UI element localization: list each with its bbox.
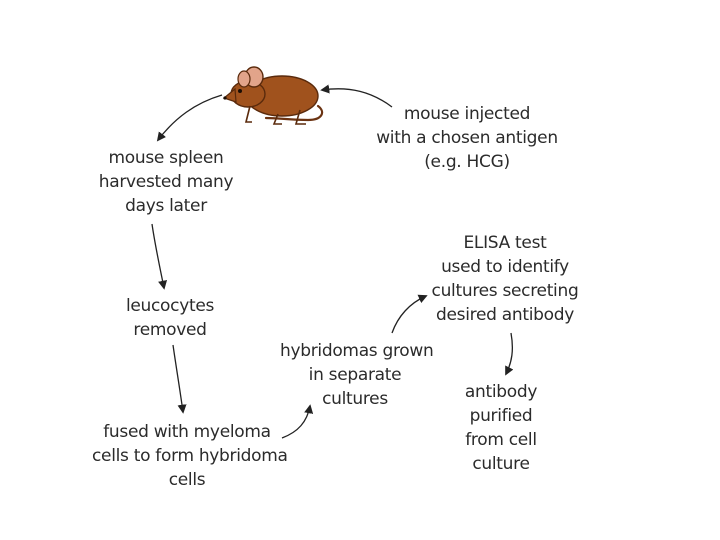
step-leucocytes-removed: leucocytes removed bbox=[110, 294, 230, 342]
step-line: (e.g. HCG) bbox=[424, 152, 510, 172]
step-line: in separate bbox=[308, 365, 402, 385]
step-line: from cell bbox=[465, 430, 537, 450]
step-spleen-harvested: mouse spleen harvested many days later bbox=[86, 146, 246, 218]
step-line: cells bbox=[168, 470, 206, 490]
mouse-icon bbox=[222, 66, 324, 125]
step-line: ELISA test bbox=[463, 233, 547, 253]
step-line: removed bbox=[133, 320, 207, 340]
step-line: desired antibody bbox=[436, 305, 574, 325]
step-antibody-purified: antibody purified from cell culture bbox=[456, 380, 546, 476]
mouse-leg-back bbox=[294, 109, 306, 125]
mouse-eye bbox=[238, 89, 242, 93]
step-line: mouse spleen bbox=[108, 148, 224, 168]
mouse-leg-mid bbox=[272, 113, 282, 125]
arrow-mouse-to-spleen bbox=[156, 94, 223, 142]
arrow-leucocytes-to-fused bbox=[172, 344, 187, 414]
arrow-elisa-to-antibody bbox=[505, 332, 514, 376]
step-line: mouse injected bbox=[403, 104, 531, 124]
mouse-ear-back bbox=[237, 70, 251, 88]
step-line: antibody bbox=[464, 382, 538, 402]
step-line: days later bbox=[125, 196, 207, 216]
step-line: leucocytes bbox=[125, 296, 215, 316]
step-line: fused with myeloma bbox=[103, 422, 271, 442]
step-line: culture bbox=[472, 454, 530, 474]
step-mouse-injected: mouse injected with a chosen antigen (e.… bbox=[372, 102, 562, 174]
step-fused-myeloma: fused with myeloma cells to form hybrido… bbox=[92, 420, 288, 492]
arrow-fused-to-hybridomas bbox=[281, 404, 314, 439]
step-hybridomas-grown: hybridomas grown in separate cultures bbox=[280, 339, 434, 411]
mouse-nose bbox=[223, 96, 227, 100]
step-line: purified bbox=[469, 406, 533, 426]
mouse-snout bbox=[222, 87, 237, 103]
step-line: harvested many bbox=[98, 172, 234, 192]
step-line: cultures bbox=[322, 389, 388, 409]
step-line: hybridomas grown bbox=[280, 341, 434, 361]
arrow-hybridomas-to-elisa bbox=[391, 294, 428, 334]
step-elisa-test: ELISA test used to identify cultures sec… bbox=[430, 231, 580, 327]
step-line: with a chosen antigen bbox=[376, 128, 558, 148]
arrow-injected-to-mouse bbox=[320, 84, 393, 108]
mouse-leg-front bbox=[244, 105, 252, 123]
step-line: used to identify bbox=[441, 257, 569, 277]
step-line: cells to form hybridoma bbox=[92, 446, 288, 466]
step-line: cultures secreting bbox=[431, 281, 579, 301]
arrow-spleen-to-leucocytes bbox=[151, 223, 168, 290]
